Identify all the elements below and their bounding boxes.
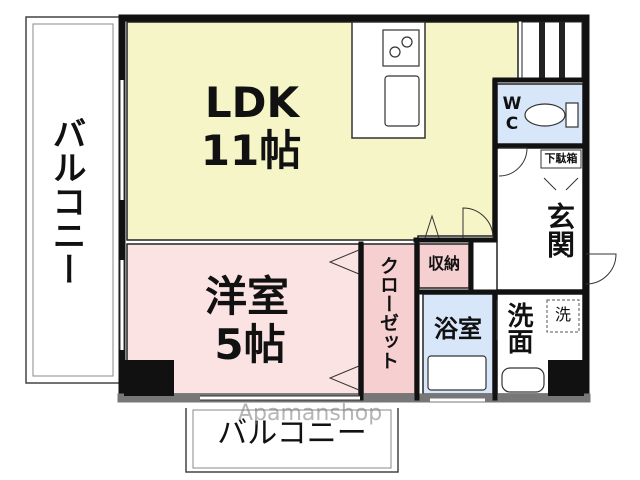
wc-door-swing (498, 147, 528, 177)
wc-label: WC (502, 94, 522, 134)
balcony-bottom-label: バルコニー (217, 416, 367, 451)
watermark: Apamanshop (238, 401, 383, 426)
fridge-space (521, 21, 583, 81)
entrance-door-swing (585, 253, 617, 285)
ldk-door-swing (462, 207, 494, 239)
bath-label: 浴室 (434, 315, 482, 343)
stove-burner-1 (389, 46, 401, 58)
balcony-bottom-inner (192, 409, 392, 469)
balcony-left-outer (25, 16, 121, 384)
storage-label: 収納 (427, 254, 460, 273)
sink (384, 75, 420, 127)
closet-door (328, 249, 360, 275)
bathtub (427, 355, 487, 391)
balcony-left-label: バルコニー (46, 116, 86, 286)
wall-column-bottom-left (124, 360, 174, 396)
entrance-label: 玄関 (543, 202, 576, 258)
shoe-cabinet (540, 149, 582, 169)
balcony-bottom-outer (185, 405, 399, 473)
washer-label: 洗 (554, 305, 571, 324)
shoe-cabinet-label: 下駄箱 (544, 152, 578, 165)
toilet (524, 103, 566, 127)
closet-label: クローゼット (377, 256, 399, 370)
washer-space (546, 299, 580, 333)
stove-burner-2 (401, 36, 413, 48)
washroom-label: 洗面 (503, 302, 533, 354)
shoe-door-swing (543, 177, 579, 191)
wall-column-bottom-right (548, 360, 584, 396)
ldk-name: LDK (204, 78, 300, 127)
western-room-name: 洋室 (204, 272, 289, 321)
western-room-size: 5帖 (214, 320, 286, 369)
washbasin (501, 367, 545, 393)
toilet-tank (565, 102, 579, 128)
storage-door (424, 214, 440, 239)
balcony-left-inner (32, 23, 114, 377)
ldk-size: 11帖 (200, 126, 302, 175)
stove (382, 29, 420, 67)
